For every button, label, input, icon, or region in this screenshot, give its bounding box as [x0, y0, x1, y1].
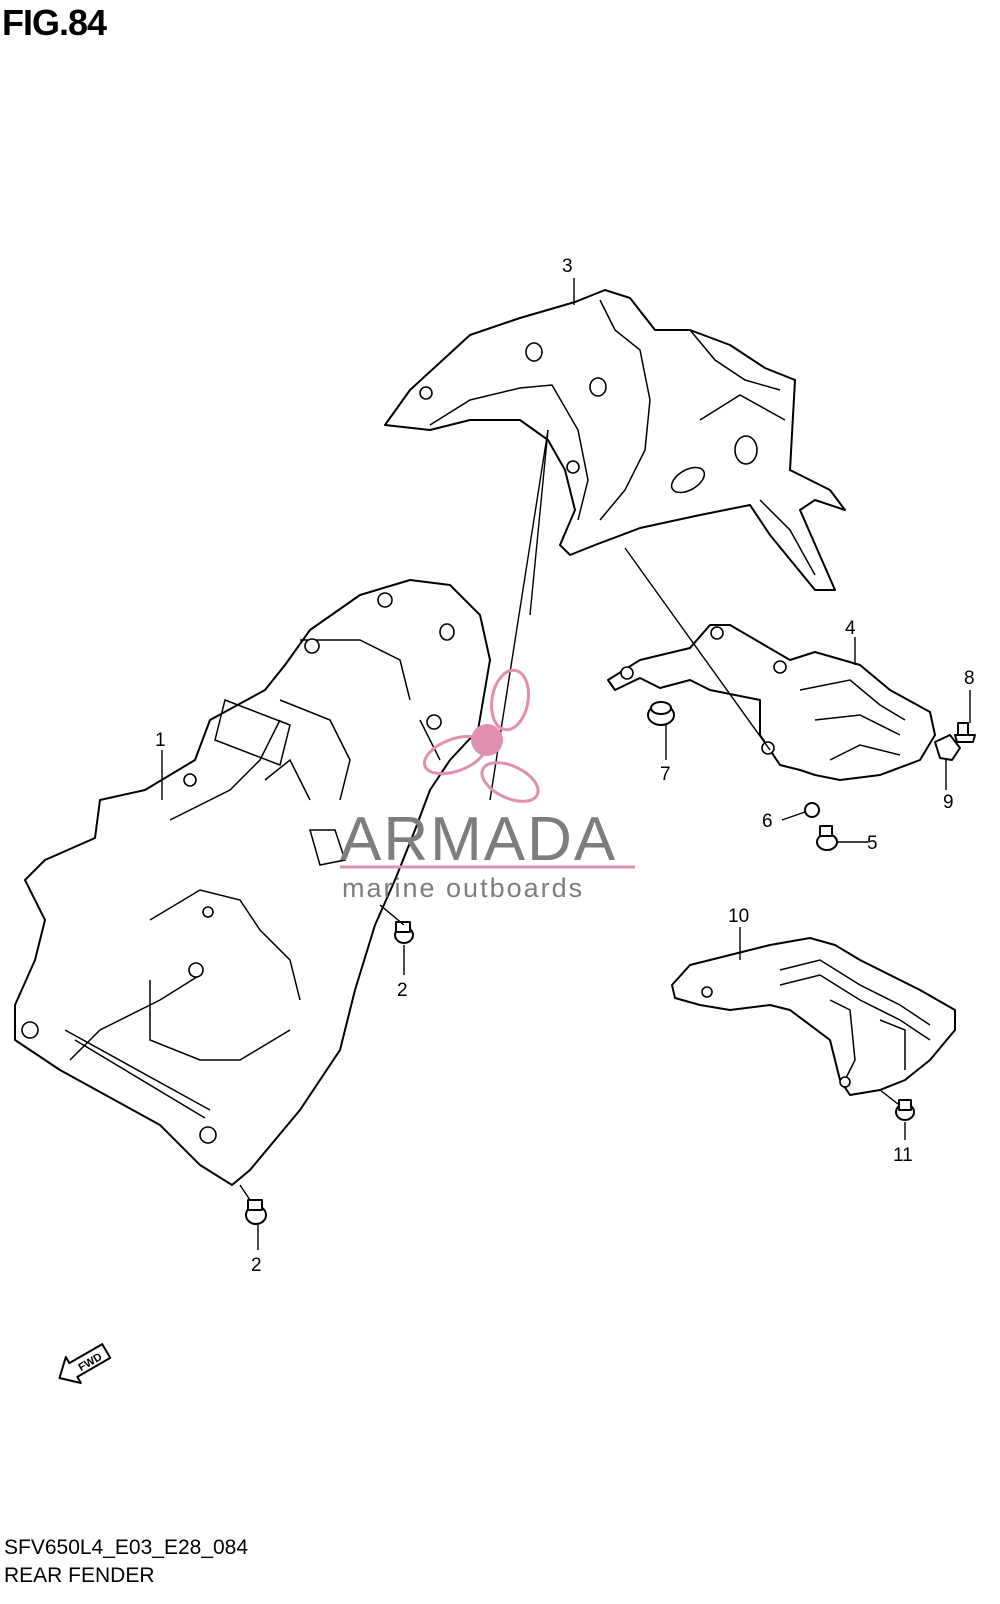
part-7-grommet[interactable] [647, 701, 675, 726]
part-2-screw-lower[interactable] [245, 1199, 267, 1225]
drawing-code: SFV650L4_E03_E28_084 [4, 1536, 249, 1559]
part-8-screw[interactable] [954, 722, 976, 743]
part-1-rear-fender-inner[interactable] [14, 579, 491, 1186]
part-4-fender-bracket[interactable] [607, 624, 936, 781]
callout-11: 11 [893, 1145, 913, 1166]
callout-6: 6 [762, 811, 773, 832]
figure-title: FIG.84 [2, 2, 107, 43]
armada-watermark: ARMADA marine outboards [340, 668, 635, 903]
callout-3: 3 [562, 256, 573, 277]
part-11-screw[interactable] [895, 1099, 915, 1121]
callout-leaders [161, 278, 971, 1250]
callout-1: 1 [155, 730, 166, 751]
watermark-brand: ARMADA [340, 805, 617, 874]
callout-4: 4 [845, 618, 856, 639]
callout-7: 7 [660, 764, 671, 785]
callout-5: 5 [867, 833, 878, 854]
fwd-arrow-icon: FWD [58, 1343, 112, 1384]
part-6-nut[interactable] [804, 802, 820, 818]
watermark-tagline: marine outboards [342, 873, 584, 903]
callout-labels: 1 2 2 3 4 5 6 7 8 9 10 11 [155, 256, 975, 1276]
callout-8: 8 [964, 668, 975, 689]
propeller-logo-icon [422, 668, 540, 803]
callout-9: 9 [943, 792, 954, 813]
part-5-bolt[interactable] [816, 825, 838, 851]
part-10-lower-bracket[interactable] [671, 937, 956, 1096]
part-2-screw-upper[interactable] [394, 921, 414, 944]
callout-2-lower: 2 [251, 1255, 262, 1276]
part-3-rear-fender-cover[interactable] [384, 289, 846, 591]
section-name: REAR FENDER [4, 1564, 155, 1587]
callout-10: 10 [728, 906, 749, 927]
callout-2-upper: 2 [397, 980, 408, 1001]
part-9-clip[interactable] [934, 734, 961, 761]
